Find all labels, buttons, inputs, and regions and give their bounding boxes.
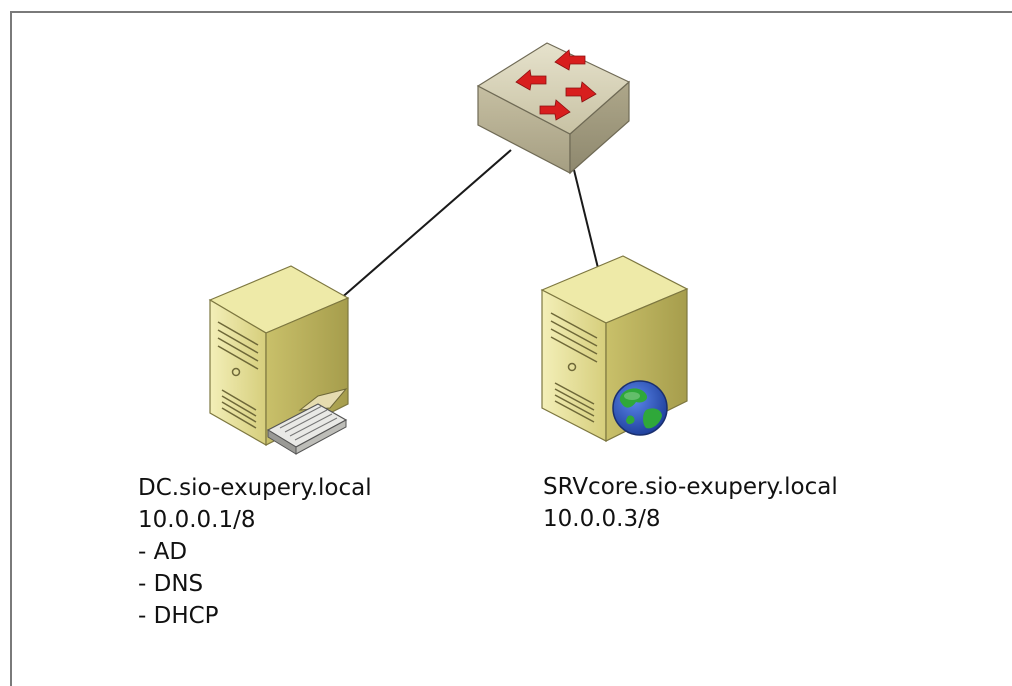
keyboard-icon bbox=[266, 388, 348, 455]
globe-icon bbox=[612, 380, 668, 436]
dc-role-ad: - AD bbox=[138, 539, 188, 565]
dc-role-dhcp: - DHCP bbox=[138, 603, 219, 629]
link-switch-srv bbox=[573, 169, 599, 269]
diagram-frame bbox=[10, 11, 1012, 686]
dc-role-dns: - DNS bbox=[138, 571, 204, 597]
link-switch-dc bbox=[338, 149, 512, 301]
srv-hostname: SRVcore.sio-exupery.local bbox=[543, 474, 838, 500]
srv-ip: 10.0.0.3/8 bbox=[543, 506, 661, 532]
network-switch-icon bbox=[476, 42, 631, 175]
dc-label: DC.sio-exupery.local 10.0.0.1/8 - AD - D… bbox=[138, 472, 372, 632]
dc-hostname: DC.sio-exupery.local bbox=[138, 475, 372, 501]
srv-label: SRVcore.sio-exupery.local 10.0.0.3/8 bbox=[543, 471, 838, 535]
dc-ip: 10.0.0.1/8 bbox=[138, 507, 256, 533]
